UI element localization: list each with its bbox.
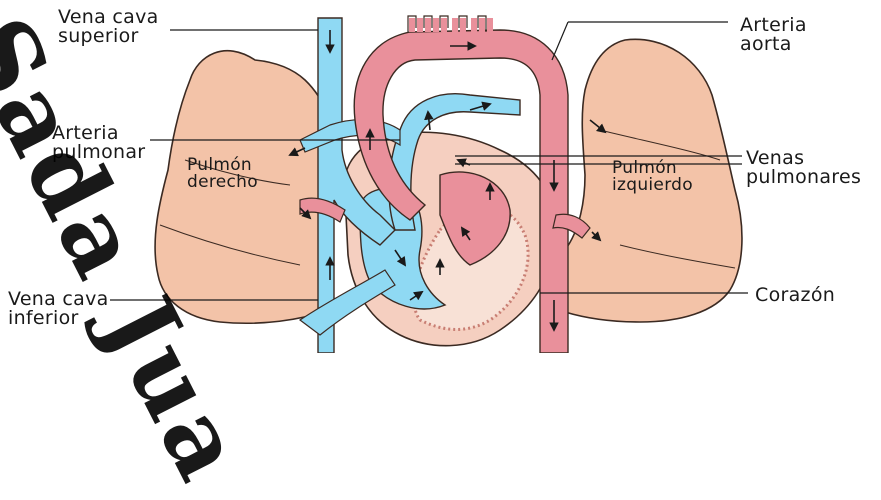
label-arteria-aorta: Arteria aorta	[740, 16, 807, 54]
label-pulmon-derecho: Pulmón derecho	[187, 157, 258, 191]
label-corazon: Corazón	[755, 286, 835, 305]
label-pulmon-izquierdo: Pulmón izquierdo	[612, 160, 693, 194]
heart-circulation-diagram: Vena cava superior Arteria aorta Arteria…	[0, 0, 881, 353]
label-venas-pulmonares: Venas pulmonares	[746, 149, 861, 187]
label-vena-cava-superior: Vena cava superior	[58, 8, 159, 46]
label-vena-cava-inferior: Vena cava inferior	[8, 290, 109, 328]
label-arteria-pulmonar: Arteria pulmonar	[52, 124, 145, 162]
